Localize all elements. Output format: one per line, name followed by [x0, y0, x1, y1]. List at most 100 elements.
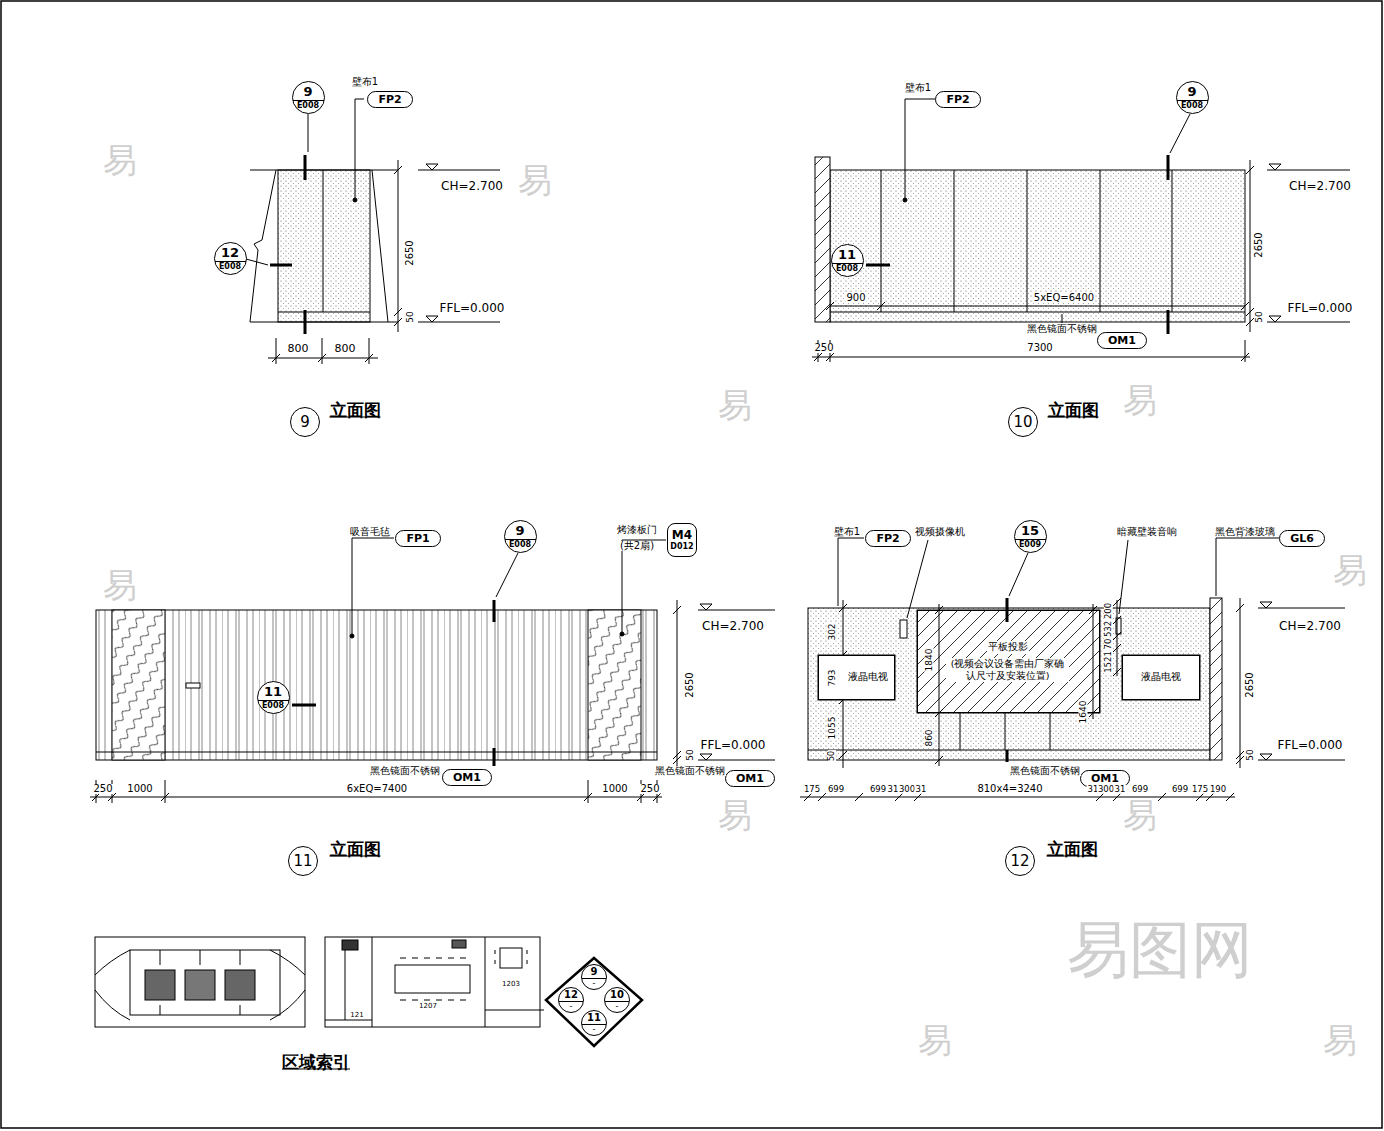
- index-bubble: 11-: [581, 1010, 607, 1036]
- primary-text: FP2: [378, 94, 401, 105]
- divider-line: [505, 539, 536, 540]
- watermark: 易: [917, 1023, 953, 1057]
- annotation-text: FFL=0.000: [1277, 739, 1344, 751]
- annotation-text: 5xEQ=6400: [1033, 293, 1095, 303]
- watermark: 易: [1322, 1023, 1358, 1057]
- annotation-text: 壁布1: [351, 77, 379, 87]
- annotation-text: 暗藏壁装音响: [1116, 527, 1178, 537]
- view-number: 9: [290, 407, 320, 437]
- watermark: 易: [102, 143, 138, 177]
- divider-line: [559, 1001, 583, 1002]
- annotation-text: CH=2.700: [701, 620, 765, 632]
- annotation-text: 吸音毛毡: [349, 527, 391, 537]
- annotation-text: CH=2.700: [1278, 620, 1342, 632]
- primary-text: 9: [591, 967, 598, 977]
- primary-text: 12: [1010, 854, 1029, 869]
- equipment-box: 液晶电视: [1122, 655, 1200, 700]
- material-tag: OM1: [725, 770, 775, 787]
- annotation-text: 810x4=3240: [976, 784, 1043, 794]
- index-bubble: 10-: [604, 987, 630, 1013]
- primary-text: 9: [303, 85, 312, 98]
- primary-text: FP1: [406, 533, 429, 544]
- view-title: 立面图: [329, 841, 382, 858]
- annotation-text: 1000: [126, 784, 153, 794]
- primary-text: 9: [1187, 85, 1196, 98]
- annotation-text: 2650: [1254, 231, 1264, 258]
- primary-text: OM1: [1091, 773, 1119, 784]
- primary-text: OM1: [1108, 335, 1136, 346]
- secondary-text: E008: [262, 702, 284, 710]
- secondary-text: E008: [509, 541, 531, 549]
- annotation-text: 1203: [501, 981, 521, 988]
- secondary-text: -: [593, 980, 596, 988]
- view-title: 立面图: [1046, 841, 1099, 858]
- primary-text: 11: [264, 685, 282, 698]
- secondary-text: E008: [297, 102, 319, 110]
- annotation-text: 31: [1114, 785, 1127, 794]
- annotation-text: 121: [349, 1012, 364, 1019]
- primary-text: 15: [1021, 524, 1039, 537]
- primary-text: GL6: [1290, 533, 1314, 544]
- annotation-text: 黑色镜面不锈钢: [1009, 766, 1081, 776]
- annotation-text: 699: [827, 785, 845, 794]
- annotation-text: 532: [1104, 620, 1113, 638]
- view-number: 10: [1008, 407, 1038, 437]
- annotation-text: 2650: [685, 671, 695, 698]
- divider-line: [258, 700, 289, 701]
- watermark: 易: [717, 388, 753, 422]
- annotation-text: 50: [1246, 748, 1255, 761]
- divider-line: [832, 263, 863, 264]
- annotation-text: 50: [406, 310, 415, 323]
- door-tag: M4D012: [667, 523, 697, 557]
- secondary-text: -: [616, 1003, 619, 1011]
- watermark: 易: [1122, 798, 1158, 832]
- annotation-text: 302: [828, 622, 837, 641]
- divider-line: [605, 1001, 629, 1002]
- secondary-text: E008: [219, 263, 241, 271]
- primary-text: 12: [221, 246, 239, 259]
- annotation-text: 黑色背漆玻璃: [1214, 527, 1276, 537]
- annotation-text: FFL=0.000: [439, 302, 506, 314]
- view-title: 区域索引: [281, 1054, 351, 1071]
- annotation-text: 7300: [1026, 343, 1053, 353]
- secondary-text: -: [570, 1003, 573, 1011]
- annotation-text: 壁布1: [904, 83, 932, 93]
- callout-bubble: 15E009: [1014, 520, 1047, 553]
- view-number: 12: [1005, 846, 1035, 876]
- annotation-text: 250: [92, 784, 113, 794]
- watermark: 易: [1122, 383, 1158, 417]
- callout-bubble: 9E008: [1176, 81, 1209, 114]
- annotation-text: 50: [1255, 310, 1264, 323]
- callout-bubble: 12E008: [214, 242, 247, 275]
- secondary-text: -: [593, 1026, 596, 1034]
- primary-text: 液晶电视: [847, 671, 889, 684]
- annotation-text: 2650: [405, 239, 415, 266]
- annotation-text: 793: [828, 668, 837, 687]
- secondary-text: E008: [836, 265, 858, 273]
- annotation-text: 6xEQ=7400: [346, 784, 408, 794]
- secondary-text: E009: [1019, 541, 1041, 549]
- watermark: 易: [717, 798, 753, 832]
- primary-text: OM1: [736, 773, 764, 784]
- watermark: 易: [1332, 553, 1368, 587]
- annotation-text: 860: [925, 728, 934, 747]
- watermark: 易: [517, 163, 553, 197]
- annotation-text: 250: [813, 343, 834, 353]
- primary-text: M4: [672, 529, 692, 541]
- primary-text: 9: [300, 415, 310, 430]
- index-bubble: 9-: [581, 964, 607, 990]
- callout-bubble: 9E008: [292, 81, 325, 114]
- annotation-text: 黑色镜面不锈钢: [1026, 324, 1098, 334]
- annotation-text: 黑色镜面不锈钢: [654, 766, 726, 776]
- divider-line: [215, 261, 246, 262]
- material-tag: FP1: [395, 530, 441, 547]
- annotation-text: 250: [639, 784, 660, 794]
- divider-line: [293, 100, 324, 101]
- view-number: 11: [288, 846, 318, 876]
- primary-text: 11: [293, 854, 312, 869]
- annotation-text: 31: [915, 785, 928, 794]
- annotation-text: 1055: [828, 716, 837, 741]
- annotation-text: 壁布1: [833, 527, 861, 537]
- index-bubble: 12-: [558, 987, 584, 1013]
